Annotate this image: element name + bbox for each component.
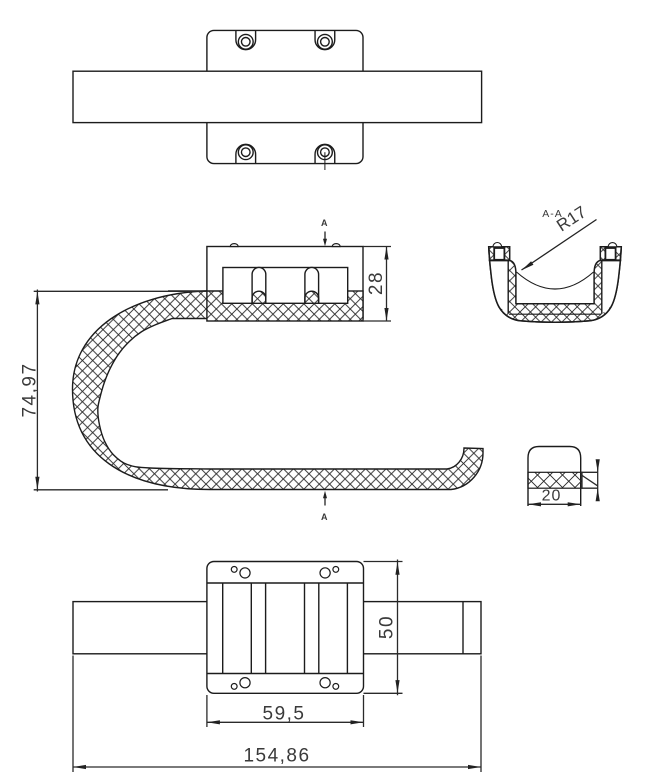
svg-text:28: 28 xyxy=(366,271,387,295)
svg-text:74,97: 74,97 xyxy=(20,362,41,417)
svg-text:154,86: 154,86 xyxy=(243,746,310,767)
svg-text:A-A: A-A xyxy=(542,208,563,220)
svg-text:A: A xyxy=(321,512,328,522)
svg-text:20: 20 xyxy=(542,488,562,505)
svg-text:50: 50 xyxy=(377,615,398,639)
svg-text:A: A xyxy=(321,218,328,228)
svg-text:59,5: 59,5 xyxy=(263,704,306,725)
